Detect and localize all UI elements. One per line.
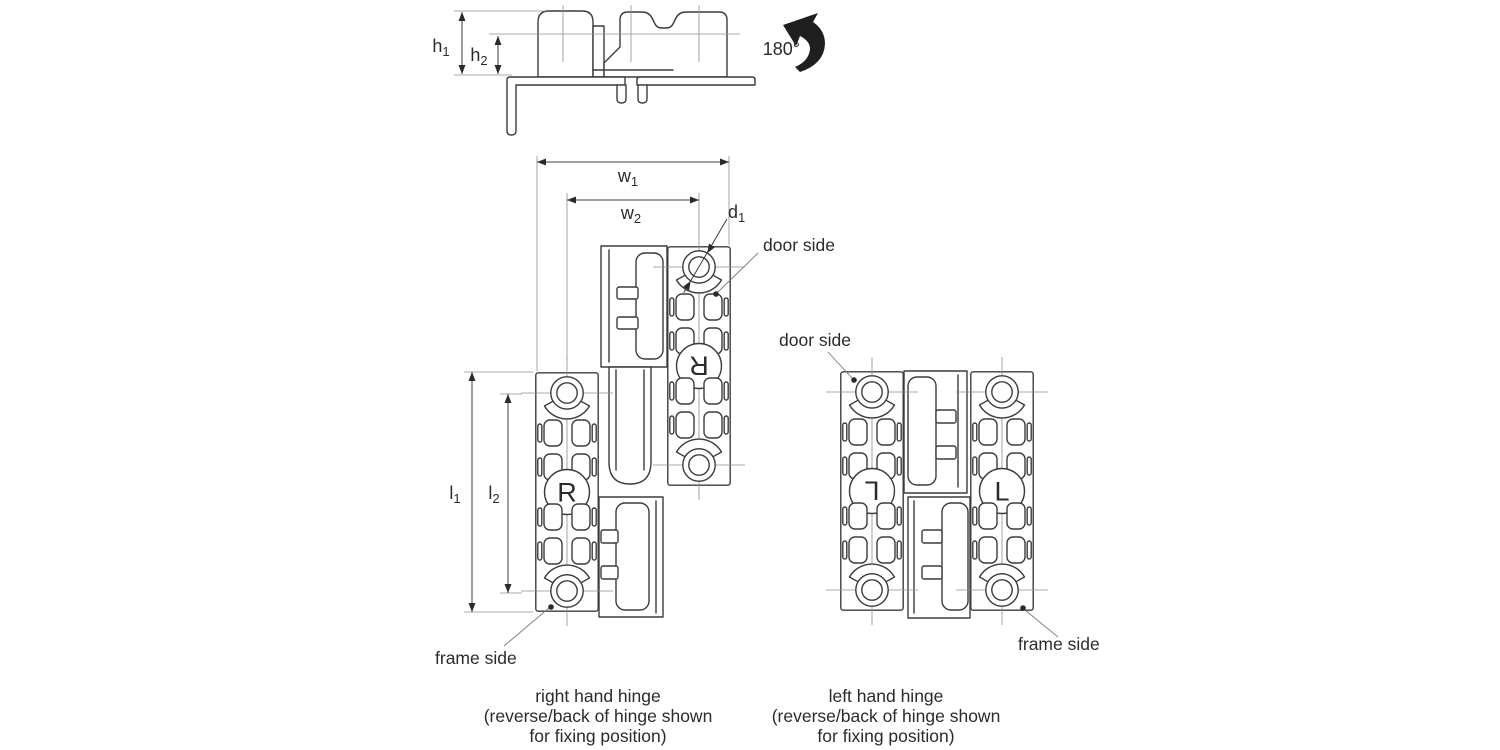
door-side-marker-left (851, 377, 857, 383)
profile-view: h1 h2 180° (432, 5, 825, 136)
profile-right-foot (637, 84, 648, 104)
left-caption-line2: (reverse/back of hinge shown (772, 706, 1001, 726)
dimension-l2: l2 (488, 394, 512, 593)
rotation-arrow: 180° (763, 13, 825, 72)
right-hinge-pin (608, 366, 652, 485)
left-caption-line3: for fixing position) (817, 726, 954, 746)
dimension-w1: w1 (537, 158, 729, 189)
left-hinge-callouts: door side frame side (779, 330, 1100, 654)
door-side-marker-right (713, 291, 719, 297)
profile-left-foot (616, 84, 627, 104)
frame-side-label-right: frame side (435, 648, 517, 668)
l1-label: l1 (449, 483, 460, 506)
right-hinge-frame-letter: R (557, 478, 577, 508)
dimension-d1: d1 (683, 202, 745, 293)
left-hinge-lower-barrel (907, 496, 971, 619)
right-hand-hinge: R R (520, 231, 746, 627)
right-hinge-dimensions: w1 w2 d1 l1 l2 (449, 156, 745, 613)
left-hinge-upper-barrel (903, 370, 968, 494)
right-caption-line1: right hand hinge (535, 686, 661, 706)
right-hinge-door-letter: R (689, 351, 709, 381)
right-hinge-callouts: door side frame side (435, 235, 835, 668)
dimension-h1: h1 (432, 12, 466, 74)
captions: right hand hinge (reverse/back of hinge … (484, 686, 1001, 746)
right-hinge-lower-barrel (598, 496, 664, 618)
dimension-h2: h2 (470, 36, 502, 74)
dimension-w2: w2 (567, 196, 699, 226)
curved-arrow-icon (783, 13, 825, 72)
profile-knuckle-right (603, 11, 728, 78)
right-caption-line3: for fixing position) (529, 726, 666, 746)
left-hinge-frame-letter: L (994, 477, 1009, 507)
h2-label: h2 (470, 45, 487, 68)
right-hinge-upper-barrel (600, 245, 668, 368)
frame-side-label-left: frame side (1018, 634, 1100, 654)
w1-label: w1 (617, 166, 638, 189)
right-caption-line2: (reverse/back of hinge shown (484, 706, 713, 726)
profile-right-plate (636, 76, 756, 86)
left-hinge-door-letter: L (864, 476, 879, 506)
door-side-label-left: door side (779, 330, 851, 350)
door-side-label-right: door side (763, 235, 835, 255)
rotation-label: 180° (763, 39, 800, 59)
h1-label: h1 (432, 36, 449, 59)
dimension-l1: l1 (449, 372, 476, 612)
left-caption-line1: left hand hinge (829, 686, 944, 706)
w2-label: w2 (620, 203, 641, 226)
left-hand-hinge: L L (825, 356, 1049, 626)
d1-label: d1 (728, 202, 745, 225)
frame-side-marker-right (548, 604, 554, 610)
profile-knuckle-left (537, 10, 594, 78)
l2-label: l2 (488, 483, 499, 506)
profile-left-plate (506, 76, 626, 136)
frame-side-marker-left (1020, 605, 1026, 611)
